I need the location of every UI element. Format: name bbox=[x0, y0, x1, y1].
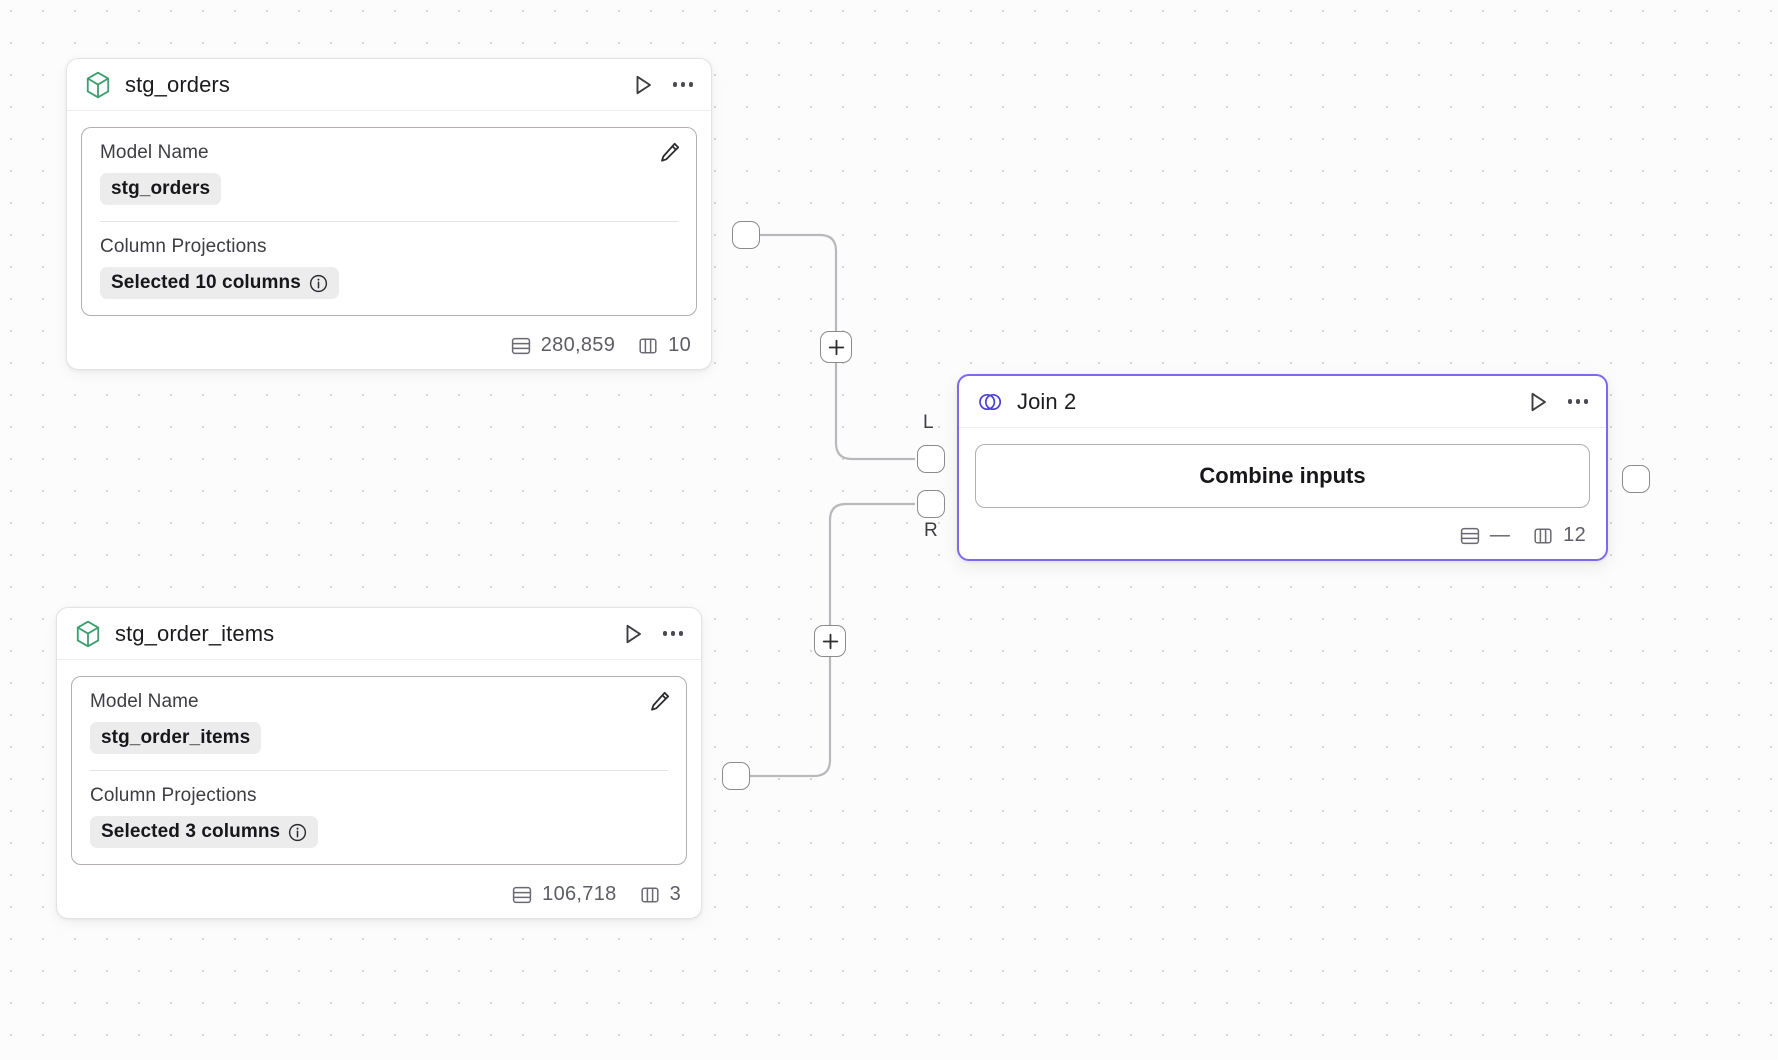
column-count-stat: 10 bbox=[637, 334, 691, 357]
edge-add-button-right-input[interactable] bbox=[814, 625, 846, 657]
run-icon[interactable] bbox=[1526, 390, 1550, 414]
output-port-join-2[interactable] bbox=[1622, 465, 1650, 493]
columns-icon bbox=[637, 335, 659, 357]
plus-icon bbox=[828, 339, 844, 355]
column-projections-label: Column Projections bbox=[100, 236, 267, 257]
panel-divider bbox=[90, 770, 668, 771]
node-stg-orders[interactable]: stg_orders bbox=[66, 58, 712, 370]
column-count-stat: 12 bbox=[1532, 524, 1586, 547]
node-header: Join 2 bbox=[959, 376, 1606, 428]
combine-inputs-button[interactable]: Combine inputs bbox=[975, 444, 1590, 508]
row-count-value: — bbox=[1489, 524, 1511, 546]
output-port-stg-order-items[interactable] bbox=[722, 762, 750, 790]
row-count-stat: 106,718 bbox=[511, 883, 616, 906]
node-footer: 280,859 10 bbox=[67, 326, 711, 369]
plus-icon bbox=[822, 633, 838, 649]
model-config-panel: Model Name stg_order_items Column Projec… bbox=[71, 676, 687, 865]
node-title: Join 2 bbox=[1017, 388, 1077, 414]
column-projections-text: Selected 3 columns bbox=[101, 821, 281, 842]
edit-pencil-icon[interactable] bbox=[648, 689, 672, 713]
node-join-2[interactable]: Join 2 Combine inputs bbox=[957, 374, 1608, 561]
edit-pencil-icon[interactable] bbox=[658, 140, 682, 164]
column-count-stat: 3 bbox=[639, 883, 681, 906]
columns-icon bbox=[1532, 525, 1554, 547]
info-icon[interactable] bbox=[288, 823, 307, 842]
node-body: Combine inputs bbox=[959, 428, 1606, 516]
rows-icon bbox=[1459, 525, 1481, 547]
output-port-stg-orders[interactable] bbox=[732, 221, 760, 249]
row-count-stat: — bbox=[1459, 524, 1510, 547]
column-projections-text: Selected 10 columns bbox=[111, 272, 301, 293]
model-config-panel: Model Name stg_orders Column Projections… bbox=[81, 127, 697, 316]
column-count-value: 3 bbox=[669, 883, 681, 905]
node-header: stg_order_items bbox=[57, 608, 701, 660]
input-port-right-label: R bbox=[924, 520, 938, 541]
column-projections-value[interactable]: Selected 10 columns bbox=[100, 267, 339, 299]
node-body: Model Name stg_order_items Column Projec… bbox=[57, 660, 701, 875]
rows-icon bbox=[510, 335, 532, 357]
cube-icon bbox=[75, 620, 101, 648]
column-count-value: 12 bbox=[1563, 524, 1586, 546]
more-options-icon[interactable] bbox=[672, 78, 693, 91]
model-name-label: Model Name bbox=[90, 691, 199, 712]
node-stg-order-items[interactable]: stg_order_items bbox=[56, 607, 702, 919]
cube-icon bbox=[85, 71, 111, 99]
node-footer: — 12 bbox=[959, 516, 1606, 559]
more-options-icon[interactable] bbox=[1567, 395, 1588, 408]
node-footer: 106,718 3 bbox=[57, 875, 701, 918]
columns-icon bbox=[639, 884, 661, 906]
node-title: stg_order_items bbox=[115, 620, 275, 646]
row-count-value: 280,859 bbox=[540, 334, 616, 356]
node-header: stg_orders bbox=[67, 59, 711, 111]
column-count-value: 10 bbox=[668, 334, 691, 356]
edge-add-button-left-input[interactable] bbox=[820, 331, 852, 363]
model-name-value[interactable]: stg_order_items bbox=[90, 722, 262, 754]
more-options-icon[interactable] bbox=[662, 627, 683, 640]
join-venn-icon bbox=[977, 390, 1003, 414]
run-icon[interactable] bbox=[621, 622, 645, 646]
rows-icon bbox=[511, 884, 533, 906]
column-projections-value[interactable]: Selected 3 columns bbox=[90, 816, 319, 848]
input-port-left-label: L bbox=[923, 412, 934, 433]
node-body: Model Name stg_orders Column Projections… bbox=[67, 111, 711, 326]
info-icon[interactable] bbox=[309, 274, 328, 293]
row-count-value: 106,718 bbox=[542, 883, 617, 905]
row-count-stat: 280,859 bbox=[510, 334, 615, 357]
column-projections-label: Column Projections bbox=[90, 785, 257, 806]
panel-divider bbox=[100, 221, 678, 222]
input-port-join-right[interactable] bbox=[917, 490, 945, 518]
input-port-join-left[interactable] bbox=[917, 445, 945, 473]
model-name-label: Model Name bbox=[100, 142, 209, 163]
node-title: stg_orders bbox=[125, 71, 230, 97]
model-name-value[interactable]: stg_orders bbox=[100, 173, 222, 205]
run-icon[interactable] bbox=[631, 73, 655, 97]
